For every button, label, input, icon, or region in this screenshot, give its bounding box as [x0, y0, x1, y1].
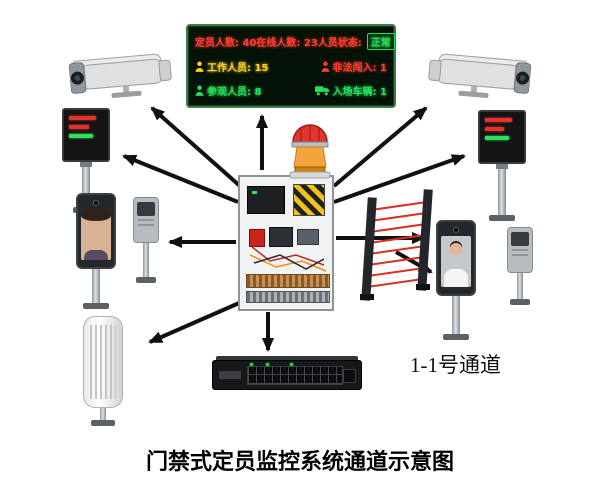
port-led	[250, 363, 253, 366]
column-speaker-icon	[83, 316, 123, 426]
face-photo	[81, 208, 111, 260]
led-pole-screen	[62, 108, 110, 162]
plc-module	[247, 186, 285, 214]
terminal-camera-icon	[453, 227, 459, 233]
stat-workers: 工作人员: 15	[195, 59, 268, 74]
led-info-pole-left	[62, 108, 110, 213]
stat-vehicles: 入场车辆: 1	[314, 83, 387, 98]
led-board-row-3: 参观人员: 8 入场车辆: 1	[195, 79, 387, 102]
terminal-camera-icon	[93, 200, 99, 206]
pole-base	[83, 303, 109, 309]
reader-screen	[511, 232, 529, 246]
face-terminal-screen	[76, 193, 116, 269]
infrared-barrier-icon	[356, 188, 440, 312]
control-cabinet	[238, 175, 334, 311]
card-reader-body	[133, 197, 159, 243]
stat-visitors-text: 参观人员: 8	[207, 87, 262, 98]
pole	[452, 296, 460, 334]
card-reader-right	[505, 227, 535, 305]
stat-status: 人员状态: 正常	[318, 33, 395, 50]
led-text-line	[69, 134, 93, 138]
dark-component	[269, 227, 293, 247]
reader-slot	[512, 249, 528, 251]
led-text-line	[69, 116, 97, 120]
led-text-line	[485, 118, 513, 122]
network-switch-icon	[212, 356, 362, 392]
face-terminal-left	[74, 193, 118, 309]
card-reader-body	[507, 227, 533, 273]
wiring	[249, 246, 327, 272]
cctv-camera-left-icon	[68, 43, 181, 110]
cctv-camera-right-icon	[420, 43, 533, 110]
led-text-line	[485, 136, 509, 140]
pole	[498, 169, 506, 215]
pole-base	[136, 277, 156, 283]
led-display-board: 定员人数: 40 在线人数: 23 人员状态: 正常 工作人员: 15 非法闯入…	[186, 24, 396, 108]
pole	[92, 269, 100, 303]
switch-logo	[219, 371, 241, 379]
face-terminal-right	[434, 220, 478, 340]
card-reader-left	[131, 197, 161, 283]
pole-neck	[80, 162, 92, 167]
pole-base	[489, 215, 515, 221]
alarm-beacon-icon	[287, 116, 333, 184]
stat-workers-text: 工作人员: 15	[207, 62, 269, 74]
worker-person-icon	[195, 61, 204, 72]
led-board-row-2: 工作人员: 15 非法闯入: 1	[195, 55, 387, 78]
reader-screen	[137, 202, 155, 216]
face-photo	[441, 235, 471, 287]
reader-slot	[138, 224, 154, 226]
diagram-title: 门禁式定员监控系统通道示意图	[145, 449, 454, 474]
led-text-line	[485, 127, 504, 131]
reader-slot	[138, 219, 154, 221]
intrusion-person-icon	[321, 61, 330, 72]
visitor-person-icon	[195, 85, 204, 96]
stat-vehicles-text: 入场车辆: 1	[332, 87, 387, 98]
led-board-row-1: 定员人数: 40 在线人数: 23 人员状态: 正常	[195, 30, 395, 53]
stat-online: 在线人数: 23	[256, 38, 318, 49]
led-text-line	[69, 125, 90, 129]
terminal-strip-lower	[246, 291, 330, 303]
speaker-body	[83, 316, 123, 408]
stat-intrusion: 非法闯入: 1	[321, 59, 387, 74]
channel-label: 1-1号通道	[410, 353, 501, 377]
status-badge: 正常	[366, 33, 395, 50]
vehicle-truck-icon	[314, 86, 329, 96]
portrait-head	[450, 242, 462, 255]
portrait-hair	[81, 208, 111, 221]
switch-front-panel	[212, 360, 362, 390]
face-terminal-screen	[436, 220, 476, 296]
switch-ports	[247, 366, 343, 385]
stat-intrusion-text: 非法闯入: 1	[332, 62, 387, 74]
hazard-striped-module	[293, 184, 325, 216]
switch-uplink-port	[343, 369, 356, 383]
port-led	[290, 363, 293, 366]
stat-status-label: 人员状态:	[317, 38, 362, 49]
speaker-stand	[100, 408, 106, 420]
stat-visitors: 参观人员: 8	[195, 83, 261, 98]
stat-capacity: 定员人数: 40	[195, 38, 257, 49]
led-info-pole-right	[478, 110, 526, 221]
pole-base	[443, 334, 469, 340]
speaker-base	[91, 420, 115, 426]
led-pole-screen	[478, 110, 526, 164]
portrait-shoulders	[84, 250, 108, 260]
portrait-shirt	[444, 269, 468, 287]
speaker-grille	[90, 325, 116, 399]
terminal-strip-upper	[246, 274, 330, 288]
pole	[143, 243, 149, 277]
port-led	[266, 363, 269, 366]
pole	[82, 167, 90, 207]
pole	[517, 273, 523, 299]
red-component	[249, 229, 265, 247]
pole-base	[510, 299, 530, 305]
pole-neck	[496, 164, 508, 169]
switch-top-face	[216, 356, 358, 361]
reader-slot	[512, 254, 528, 256]
grey-component	[297, 229, 319, 245]
